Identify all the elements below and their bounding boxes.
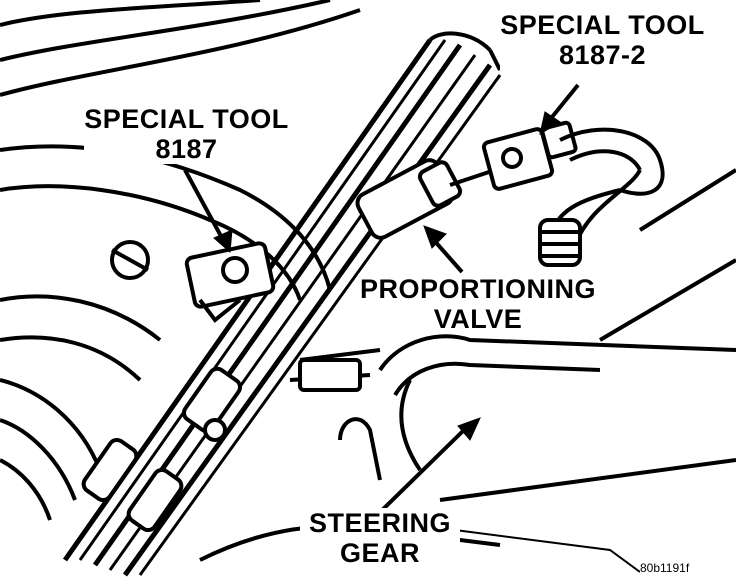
lower-left-disc <box>0 240 150 521</box>
frame-rail <box>598 168 736 342</box>
steering-gear <box>199 334 736 562</box>
right-brake-line <box>538 127 665 267</box>
label-special-tool-8187-line2: 8187 <box>155 134 218 165</box>
label-special-tool-8187-2: SPECIAL TOOL 8187-2 <box>500 10 705 71</box>
proportioning-valve <box>355 158 496 240</box>
figure-code: 80b1191f <box>640 561 690 575</box>
label-proportioning-valve-line1: PROPORTIONING <box>359 274 596 304</box>
special-tool-8187 <box>184 241 276 323</box>
label-proportioning-valve: PROPORTIONING VALVE <box>358 274 598 335</box>
upper-left-structure <box>0 0 361 382</box>
label-steering-gear-line1: STEERING <box>308 508 452 538</box>
label-special-tool-8187-2-line2: 8187-2 <box>558 40 647 71</box>
label-special-tool-8187: SPECIAL TOOL 8187 <box>84 104 289 165</box>
special-tool-8187-2 <box>481 120 578 191</box>
label-proportioning-valve-line2: VALVE <box>433 304 523 335</box>
label-steering-gear: STEERING GEAR <box>300 508 460 569</box>
line-fittings <box>81 366 242 533</box>
label-special-tool-8187-2-line1: SPECIAL TOOL <box>500 10 705 40</box>
label-special-tool-8187-line1: SPECIAL TOOL <box>84 104 289 134</box>
label-steering-gear-line2: GEAR <box>339 538 420 569</box>
callout-arrows <box>183 83 641 573</box>
